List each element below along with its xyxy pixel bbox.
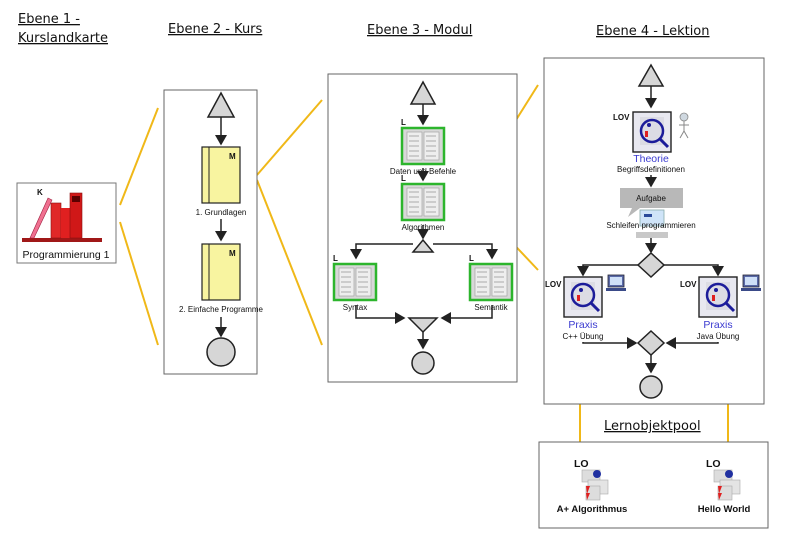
connector-l2-bottom — [256, 179, 323, 346]
computer-icon — [741, 274, 761, 291]
lesson-node[interactable]: L Syntax — [332, 254, 378, 312]
book-icon — [406, 187, 440, 217]
level2-panel — [163, 89, 258, 375]
learning-object-label: A+ Algorithmus — [557, 504, 628, 515]
person-icon — [679, 112, 689, 139]
theory-tag: LOV — [613, 113, 630, 122]
document-stack-icon — [713, 469, 741, 501]
lesson-tag: L — [401, 118, 406, 127]
task-node[interactable]: Aufgabe Schleifen programmieren — [606, 188, 696, 238]
document-stack-icon — [581, 469, 609, 501]
practice-subtitle: C++ Übung — [563, 332, 604, 341]
practice-title: Praxis — [568, 319, 597, 331]
practice-tag: LOV — [545, 280, 562, 289]
books-icon — [22, 192, 102, 242]
computer-icon — [636, 209, 668, 238]
task-subtitle: Schleifen programmieren — [606, 221, 695, 230]
computer-icon — [606, 274, 626, 291]
practice-title: Praxis — [703, 319, 732, 331]
module-node-1[interactable]: M 1. Grundlagen — [196, 146, 247, 217]
end-circle-icon — [411, 351, 435, 375]
module-tag: M — [229, 152, 236, 161]
course-map-node[interactable]: K Programmierung 1 — [16, 182, 117, 264]
practice-tag: LOV — [680, 280, 697, 289]
theory-node[interactable]: LOV Theorie Begriffsdefinitionen — [613, 111, 689, 174]
theory-title: Theorie — [633, 153, 669, 165]
course-tag: K — [37, 188, 43, 197]
connector-l2-top — [256, 99, 323, 176]
heading-level1-line2: Kurslandkarte — [18, 31, 108, 46]
learning-object-label: Hello World — [698, 504, 751, 515]
heading-level4: Ebene 4 - Lektion — [596, 24, 710, 39]
task-title: Aufgabe — [636, 194, 666, 203]
join-triangle-icon — [407, 317, 439, 334]
learning-object-tag: LO — [574, 458, 589, 470]
split-diamond-icon — [636, 251, 666, 279]
magnifier-icon — [639, 117, 670, 149]
end-circle-icon — [206, 337, 236, 367]
lesson-label: Syntax — [343, 303, 367, 312]
practice-subtitle: Java Übung — [697, 332, 740, 341]
module-tag: M — [229, 249, 236, 258]
lesson-tag: L — [469, 254, 474, 263]
book-icon — [406, 131, 440, 161]
magnifier-icon — [705, 282, 736, 313]
heading-level2: Ebene 2 - Kurs — [168, 22, 263, 37]
learning-object[interactable]: LO Hello World — [698, 458, 751, 515]
heading-level3: Ebene 3 - Modul — [367, 23, 472, 38]
learning-object[interactable]: LO A+ Algorithmus — [557, 458, 628, 515]
connector-l1-bottom — [119, 221, 159, 346]
heading-level1-line1: Ebene 1 - — [18, 12, 80, 27]
book-icon — [338, 267, 372, 297]
magnifier-icon — [570, 282, 601, 313]
split-triangle-icon — [411, 238, 435, 253]
lesson-tag: L — [401, 174, 406, 183]
connector-l1-top — [119, 107, 159, 206]
learning-object-tag: LO — [706, 458, 721, 470]
book-icon — [474, 267, 508, 297]
course-label: Programmierung 1 — [23, 249, 110, 261]
module-node-2[interactable]: M 2. Einfache Programme — [179, 243, 264, 314]
lesson-tag: L — [333, 254, 338, 263]
heading-pool: Lernobjektpool — [604, 419, 701, 434]
end-circle-icon — [639, 375, 663, 399]
module-label: 1. Grundlagen — [196, 208, 247, 217]
module-label: 2. Einfache Programme — [179, 305, 264, 314]
theory-subtitle: Begriffsdefinitionen — [617, 165, 685, 174]
